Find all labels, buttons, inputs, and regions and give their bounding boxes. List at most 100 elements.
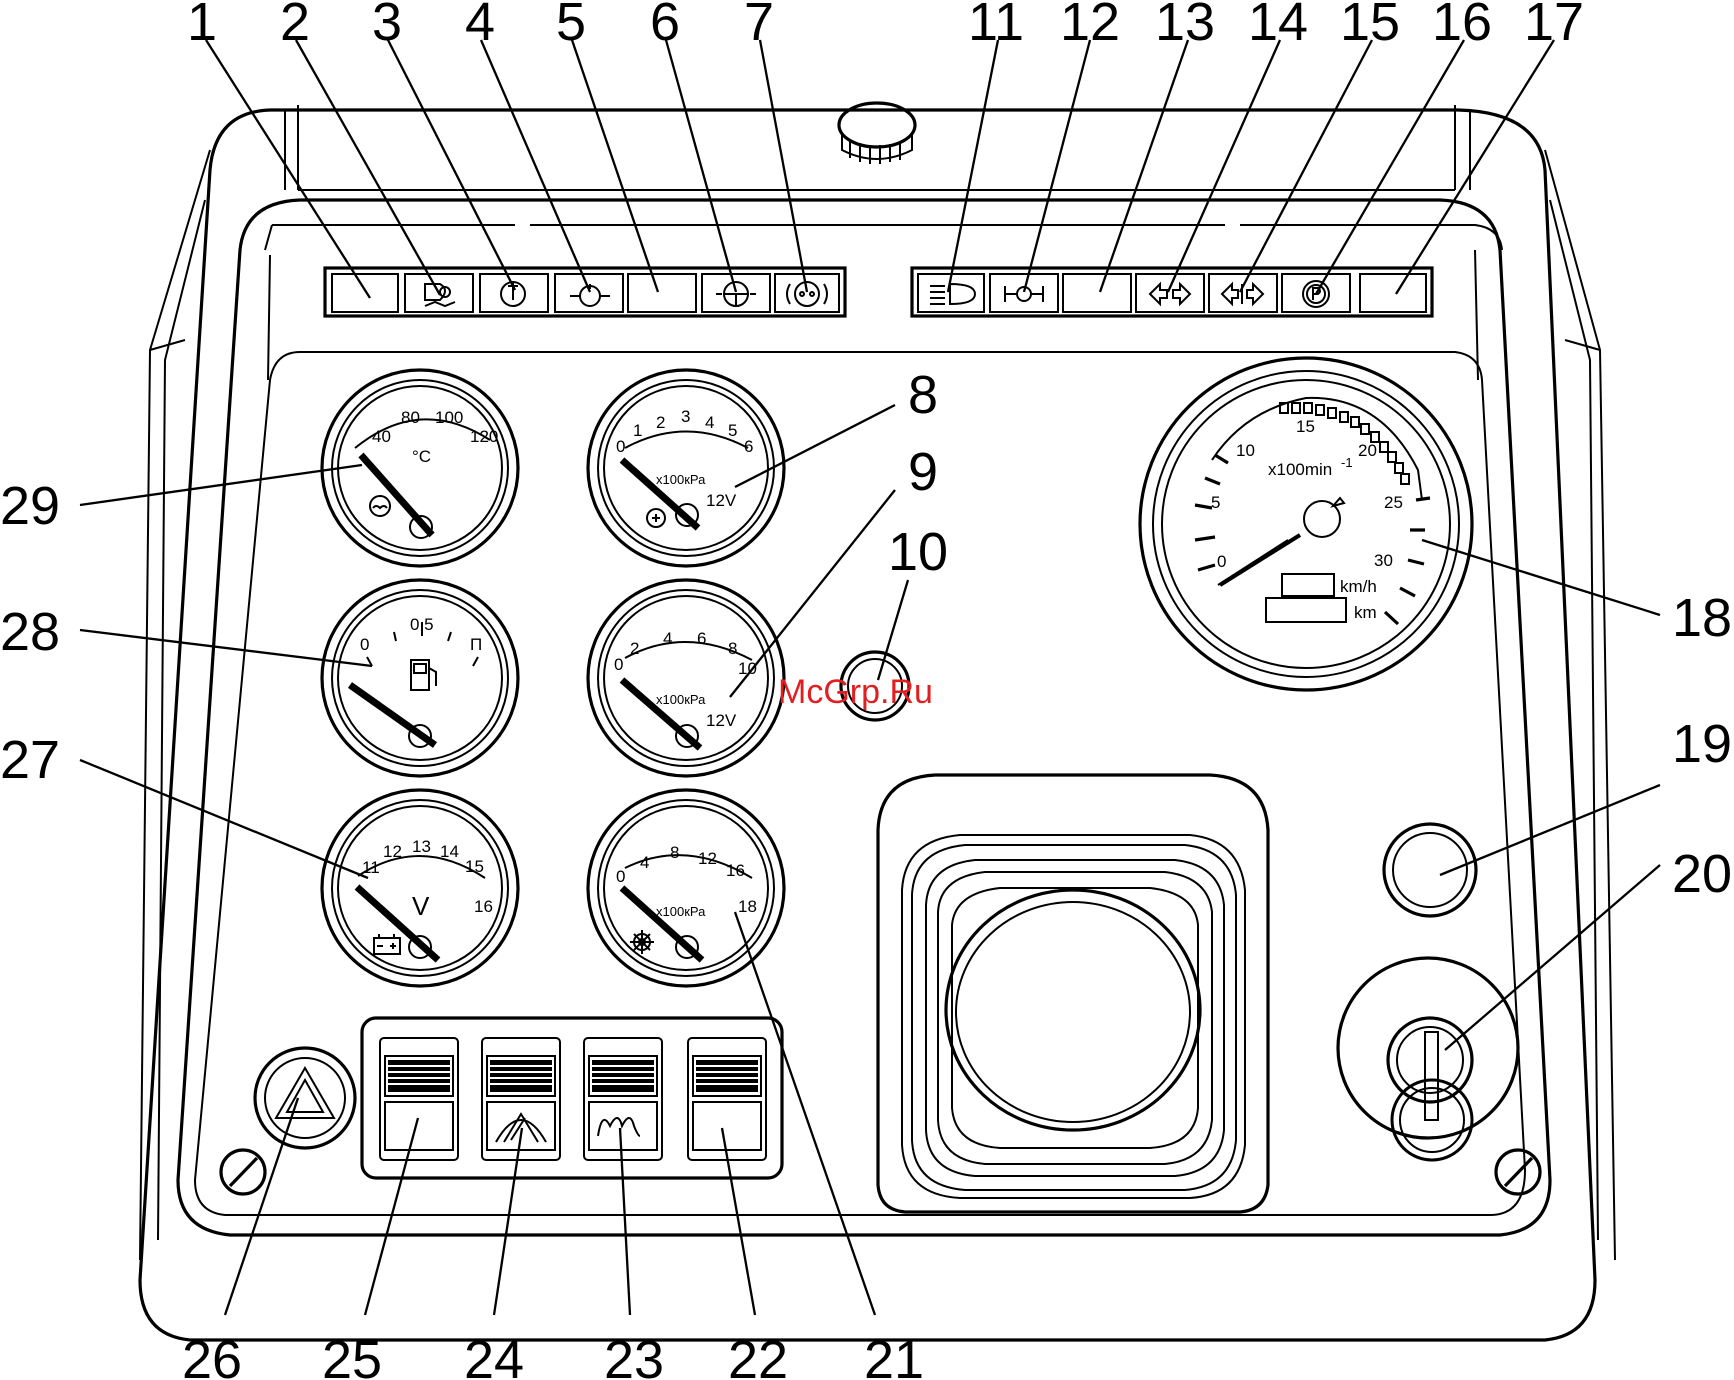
lamp-blank-13 xyxy=(1063,274,1131,312)
temp-tick-120: 120 xyxy=(470,427,498,446)
high-beam-icon xyxy=(930,284,975,304)
air-voltage: 12V xyxy=(706,711,737,730)
callout-26: 26 xyxy=(182,1330,242,1380)
callout-19: 19 xyxy=(1672,714,1732,774)
ignition-switch[interactable] xyxy=(1338,958,1518,1160)
brake-fluid-icon xyxy=(787,282,827,306)
callout-22: 22 xyxy=(728,1330,788,1380)
oil-tick-0: 0 xyxy=(616,437,625,456)
fuel-tick-full: П xyxy=(470,635,482,654)
brake-pressure-gauge: 0 4 8 12 16 18 x100кРа xyxy=(588,790,784,986)
fuel-level-gauge: 0 0.5 П xyxy=(322,580,518,776)
temp-tick-100: 100 xyxy=(435,408,463,427)
tachometer-gauge: 0 5 10 15 20 25 30 x100min -1 km/h km xyxy=(1140,358,1472,690)
ignition-key-icon[interactable] xyxy=(1392,1032,1472,1160)
oil-tick-3: 3 xyxy=(681,407,690,426)
brake-unit: x100кРа xyxy=(656,904,706,919)
callout-28: 28 xyxy=(0,602,60,662)
callout-16: 16 xyxy=(1432,0,1492,52)
callout-6: 6 xyxy=(650,0,680,52)
coolant-temperature-gauge: 40 80 100 120 °C xyxy=(322,370,518,566)
brake-tick-0: 0 xyxy=(616,867,625,886)
brake-tick-16: 16 xyxy=(726,861,745,880)
lamp-blank-17 xyxy=(1360,274,1426,312)
oil-tick-1: 1 xyxy=(633,421,642,440)
oil-voltage: 12V xyxy=(706,491,737,510)
callout-5: 5 xyxy=(556,0,586,52)
callout-10: 10 xyxy=(888,522,948,582)
fuel-pump-icon xyxy=(411,660,436,690)
tacho-tick-15: 15 xyxy=(1296,417,1315,436)
tacho-tick-20: 20 xyxy=(1358,441,1377,460)
gear-lever-boot xyxy=(878,775,1268,1212)
oil-unit: x100кРа xyxy=(656,472,706,487)
battery-icon xyxy=(374,934,400,954)
volt-tick-11: 11 xyxy=(362,858,380,877)
callout-27: 27 xyxy=(0,730,60,790)
heater-switch[interactable] xyxy=(584,1038,662,1160)
hazard-triangle-icon xyxy=(276,1068,334,1118)
speed-display xyxy=(1282,574,1334,596)
callout-2: 2 xyxy=(280,0,310,52)
callout-25: 25 xyxy=(322,1330,382,1380)
temp-tick-80: 80 xyxy=(401,408,420,427)
volt-unit: V xyxy=(412,891,430,921)
tacho-unit: x100min xyxy=(1268,460,1332,479)
callout-1: 1 xyxy=(187,0,217,52)
switch-22[interactable] xyxy=(688,1038,766,1160)
brake-tick-12: 12 xyxy=(698,849,717,868)
fuel-tick-0: 0 xyxy=(360,635,369,654)
brake-tick-4: 4 xyxy=(640,853,649,872)
air-unit: x100кРа xyxy=(656,692,706,707)
callout-8: 8 xyxy=(908,365,938,425)
tacho-tick-30: 30 xyxy=(1374,551,1393,570)
odo-unit: km xyxy=(1354,603,1377,622)
heater-icon xyxy=(598,1118,640,1136)
oil-tick-5: 5 xyxy=(728,421,737,440)
oil-tick-4: 4 xyxy=(705,413,714,432)
air-tick-0: 0 xyxy=(614,655,623,674)
volt-tick-13: 13 xyxy=(412,837,431,856)
coolant-temp-icon xyxy=(370,496,390,516)
fuel-tick-half: 0.5 xyxy=(410,615,434,634)
oil-tick-2: 2 xyxy=(656,413,665,432)
callout-24: 24 xyxy=(464,1330,524,1380)
oil-pressure-gauge: 0 1 2 3 4 5 6 x100кРа 12V xyxy=(588,370,784,566)
warning-lamp-panel-right xyxy=(912,268,1432,316)
speed-unit: km/h xyxy=(1340,577,1377,596)
warning-lamp-panel-left xyxy=(325,268,845,316)
temp-tick-40: 40 xyxy=(372,427,391,446)
volt-tick-15: 15 xyxy=(465,857,484,876)
steering-icon xyxy=(716,282,756,306)
volt-tick-12: 12 xyxy=(383,842,402,861)
callout-23: 23 xyxy=(604,1330,664,1380)
callout-13: 13 xyxy=(1155,0,1215,52)
volt-tick-14: 14 xyxy=(440,842,459,861)
oil-pressure-icon xyxy=(570,284,610,306)
lamp-blank-5 xyxy=(628,274,696,312)
hazard-button[interactable] xyxy=(255,1048,355,1148)
callout-18: 18 xyxy=(1672,588,1732,648)
lamp-blank-1 xyxy=(332,274,398,312)
oil-tick-6: 6 xyxy=(744,437,753,456)
brake-tick-8: 8 xyxy=(670,843,679,862)
volt-tick-16: 16 xyxy=(474,897,493,916)
switch-25[interactable] xyxy=(380,1038,458,1160)
callout-7: 7 xyxy=(744,0,774,52)
tacho-tick-0: 0 xyxy=(1217,552,1226,571)
tacho-tick-25: 25 xyxy=(1384,493,1403,512)
lamp-handbrake xyxy=(990,274,1058,312)
lamp-turn-signal xyxy=(1136,274,1204,312)
air-tick-8: 8 xyxy=(728,639,737,658)
callout-3: 3 xyxy=(372,0,402,52)
screw-left xyxy=(221,1150,265,1194)
air-tick-2: 2 xyxy=(630,639,639,658)
air-tick-6: 6 xyxy=(697,629,706,648)
voltmeter-gauge: 11 12 13 14 15 16 V xyxy=(322,790,518,986)
odometer-display xyxy=(1266,598,1346,622)
screw-right xyxy=(1496,1150,1540,1194)
rocker-switch-block xyxy=(362,1018,782,1178)
brake-tick-18: 18 xyxy=(738,897,757,916)
watermark-text: McGrp.Ru xyxy=(778,673,933,711)
